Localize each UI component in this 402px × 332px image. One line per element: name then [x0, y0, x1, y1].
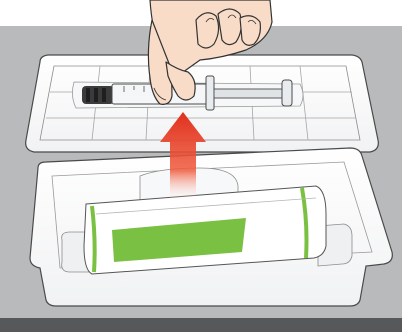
bottom-bar	[0, 318, 402, 332]
